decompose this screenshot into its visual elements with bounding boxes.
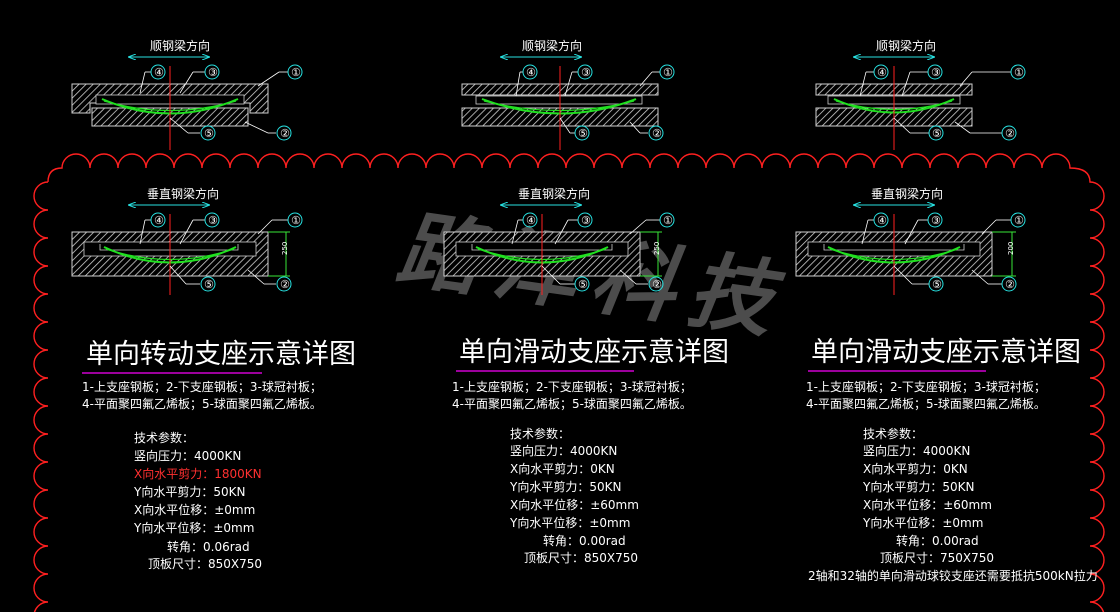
- svg-text:竖向压力：4000KN: 竖向压力：4000KN: [510, 443, 617, 458]
- svg-text:①: ①: [1014, 214, 1024, 227]
- svg-text:X向水平剪力：0KN: X向水平剪力：0KN: [510, 461, 615, 476]
- svg-text:竖向压力：4000KN: 竖向压力：4000KN: [863, 443, 970, 458]
- svg-text:②: ②: [1005, 278, 1015, 291]
- svg-text:③: ③: [208, 66, 218, 79]
- svg-text:⑤: ⑤: [932, 127, 942, 140]
- svg-text:①: ①: [663, 66, 673, 79]
- svg-text:X向水平剪力：1800KN: X向水平剪力：1800KN: [134, 466, 262, 481]
- svg-text:Y向水平位移：±0mm: Y向水平位移：±0mm: [509, 515, 630, 530]
- callouts-middle-3: ① ② ③ ④ ⑤: [861, 212, 1026, 292]
- svg-text:Y向水平剪力：50KN: Y向水平剪力：50KN: [133, 484, 245, 499]
- diagram-middle-3: 垂直钢梁方向 200 ① ② ③ ④ ⑤: [795, 186, 1026, 295]
- svg-text:①: ①: [663, 214, 673, 227]
- panel-title: 单向滑动支座示意详图: [459, 337, 729, 368]
- svg-text:①: ①: [291, 214, 301, 227]
- svg-text:⑤: ⑤: [204, 278, 214, 291]
- svg-text:Y向水平剪力：50KN: Y向水平剪力：50KN: [509, 479, 621, 494]
- direction-label: 垂直钢梁方向: [518, 186, 590, 201]
- svg-text:Y向水平位移：±0mm: Y向水平位移：±0mm: [862, 515, 983, 530]
- svg-text:③: ③: [208, 214, 218, 227]
- svg-text:X向水平位移：±0mm: X向水平位移：±0mm: [134, 502, 255, 517]
- svg-text:转角：0.00rad: 转角：0.00rad: [896, 533, 979, 548]
- direction-label: 顺钢梁方向: [522, 38, 582, 53]
- tension-note: 2轴和32轴的单向滑动球铰支座还需要抵抗500kN拉力: [808, 568, 1098, 583]
- svg-text:顶板尺寸：750X750: 顶板尺寸：750X750: [880, 551, 994, 565]
- svg-text:4-平面聚四氟乙烯板；5-球面聚四氟乙烯板。: 4-平面聚四氟乙烯板；5-球面聚四氟乙烯板。: [452, 397, 692, 411]
- svg-text:④: ④: [154, 66, 164, 79]
- svg-text:③: ③: [931, 66, 941, 79]
- diagram-top-3: 顺钢梁方向 ① ② ③ ④ ⑤: [815, 38, 1026, 150]
- svg-text:顶板尺寸：850X750: 顶板尺寸：850X750: [148, 557, 262, 571]
- direction-label: 垂直钢梁方向: [147, 186, 219, 201]
- svg-text:技术参数：: 技术参数：: [510, 426, 570, 441]
- svg-text:④: ④: [877, 214, 887, 227]
- svg-text:X向水平剪力：0KN: X向水平剪力：0KN: [863, 461, 968, 476]
- svg-text:4-平面聚四氟乙烯板；5-球面聚四氟乙烯板。: 4-平面聚四氟乙烯板；5-球面聚四氟乙烯板。: [806, 397, 1046, 411]
- svg-text:③: ③: [581, 66, 591, 79]
- direction-label: 垂直钢梁方向: [871, 186, 943, 201]
- callouts-top-1: ① ② ③ ④ ⑤: [139, 64, 303, 141]
- panel-title: 单向转动支座示意详图: [86, 339, 356, 370]
- svg-text:竖向压力：4000KN: 竖向压力：4000KN: [134, 448, 241, 463]
- diagram-top-2: 顺钢梁方向 ① ② ③ ④ ⑤: [461, 38, 675, 150]
- svg-text:Y向水平位移：±0mm: Y向水平位移：±0mm: [133, 520, 254, 535]
- direction-label: 顺钢梁方向: [150, 38, 210, 53]
- svg-text:⑤: ⑤: [578, 127, 588, 140]
- svg-text:②: ②: [280, 127, 290, 140]
- svg-text:顶板尺寸：850X750: 顶板尺寸：850X750: [524, 551, 638, 565]
- svg-text:转角：0.00rad: 转角：0.00rad: [543, 533, 626, 548]
- svg-text:X向水平位移：±60mm: X向水平位移：±60mm: [863, 497, 992, 512]
- svg-text:④: ④: [154, 214, 164, 227]
- callouts-middle-1: ① ② ③ ④ ⑤: [139, 212, 303, 292]
- svg-text:⑤: ⑤: [932, 278, 942, 291]
- svg-text:②: ②: [1005, 127, 1015, 140]
- svg-text:4-平面聚四氟乙烯板；5-球面聚四氟乙烯板。: 4-平面聚四氟乙烯板；5-球面聚四氟乙烯板。: [82, 397, 322, 411]
- callouts-top-2: ① ② ③ ④ ⑤: [515, 64, 675, 141]
- svg-text:250: 250: [653, 242, 661, 255]
- callouts-top-3: ① ② ③ ④ ⑤: [859, 64, 1026, 141]
- diagram-middle-2: 垂直钢梁方向 250 ① ② ③ ④ ⑤: [443, 186, 675, 295]
- diagram-middle-1: 垂直钢梁方向 250 ① ② ③ ④ ⑤: [71, 186, 303, 295]
- svg-text:③: ③: [581, 214, 591, 227]
- panel-title: 单向滑动支座示意详图: [811, 337, 1081, 368]
- svg-text:①: ①: [1014, 66, 1024, 79]
- svg-text:②: ②: [652, 278, 662, 291]
- svg-text:③: ③: [931, 214, 941, 227]
- callouts-middle-2: ① ② ③ ④ ⑤: [511, 212, 675, 292]
- svg-text:②: ②: [280, 278, 290, 291]
- svg-text:②: ②: [652, 127, 662, 140]
- panel-1-text: 单向转动支座示意详图 1-上支座钢板；2-下支座钢板；3-球冠衬板； 4-平面聚…: [82, 339, 356, 571]
- svg-text:④: ④: [526, 66, 536, 79]
- svg-text:①: ①: [291, 66, 301, 79]
- svg-text:④: ④: [526, 214, 536, 227]
- svg-text:技术参数：: 技术参数：: [134, 430, 194, 445]
- svg-text:X向水平位移：±60mm: X向水平位移：±60mm: [510, 497, 639, 512]
- panel-3-text: 单向滑动支座示意详图 1-上支座钢板；2-下支座钢板；3-球冠衬板； 4-平面聚…: [806, 337, 1098, 583]
- svg-text:1-上支座钢板；2-下支座钢板；3-球冠衬板；: 1-上支座钢板；2-下支座钢板；3-球冠衬板；: [452, 379, 692, 394]
- svg-text:250: 250: [281, 242, 289, 255]
- direction-label: 顺钢梁方向: [876, 38, 936, 53]
- svg-text:⑤: ⑤: [578, 278, 588, 291]
- svg-text:Y向水平剪力：50KN: Y向水平剪力：50KN: [862, 479, 974, 494]
- svg-text:④: ④: [877, 66, 887, 79]
- svg-text:技术参数：: 技术参数：: [863, 426, 923, 441]
- panel-2-text: 单向滑动支座示意详图 1-上支座钢板；2-下支座钢板；3-球冠衬板； 4-平面聚…: [452, 337, 729, 565]
- svg-text:1-上支座钢板；2-下支座钢板；3-球冠衬板；: 1-上支座钢板；2-下支座钢板；3-球冠衬板；: [806, 379, 1046, 394]
- svg-text:⑤: ⑤: [204, 127, 214, 140]
- diagram-top-1: 顺钢梁方向 ① ② ③ ④ ⑤: [71, 38, 303, 150]
- svg-text:200: 200: [1007, 242, 1015, 255]
- svg-text:1-上支座钢板；2-下支座钢板；3-球冠衬板；: 1-上支座钢板；2-下支座钢板；3-球冠衬板；: [82, 379, 322, 394]
- svg-text:转角：0.06rad: 转角：0.06rad: [167, 539, 250, 554]
- revision-cloud-border: [33, 153, 1105, 612]
